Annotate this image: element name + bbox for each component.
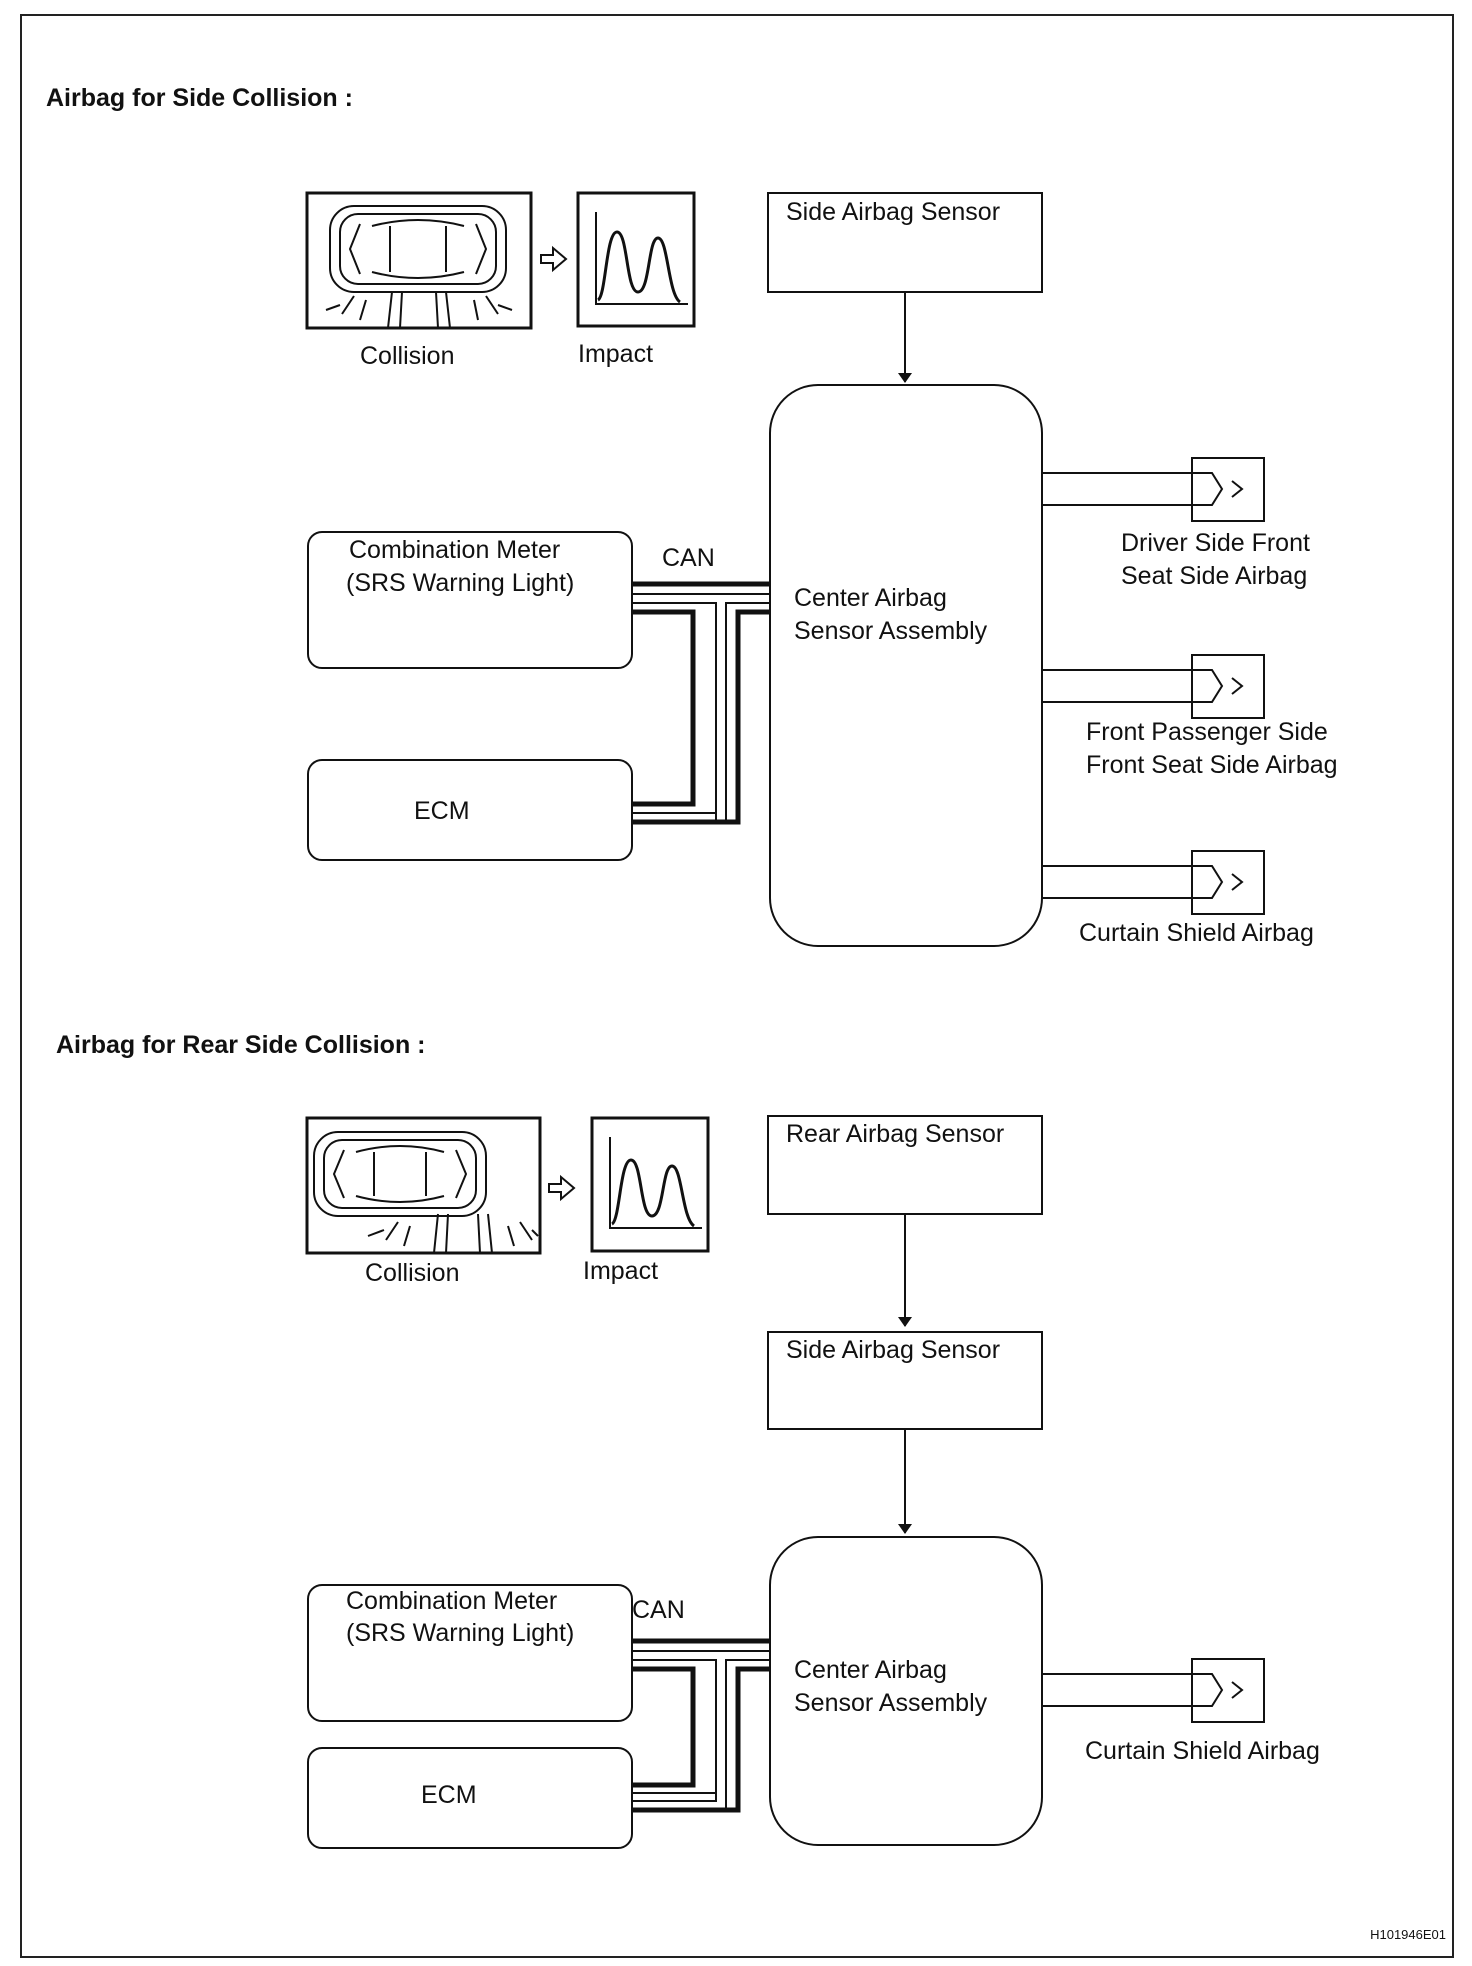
front-passenger-side-airbag-line1: Front Passenger Side xyxy=(1086,718,1328,746)
rear-center-assembly-label-line2: Sensor Assembly xyxy=(794,1689,988,1717)
output-connector-1 xyxy=(1042,457,1265,522)
can-label: CAN xyxy=(662,544,715,572)
rear-collision-label: Collision xyxy=(365,1259,460,1287)
center-assembly-label-line1: Center Airbag xyxy=(794,584,947,612)
rear-center-airbag-sensor-assembly-box xyxy=(769,1536,1043,1846)
rear-airbag-sensor-label: Rear Airbag Sensor xyxy=(786,1120,1005,1148)
impact-graph xyxy=(576,191,696,328)
curtain-shield-airbag-label: Curtain Shield Airbag xyxy=(1079,919,1314,947)
rear-collision-illustration xyxy=(305,1116,542,1255)
front-passenger-side-airbag-line2: Front Seat Side Airbag xyxy=(1086,751,1338,779)
center-airbag-sensor-assembly-box xyxy=(769,384,1043,947)
rear-output-connector-1 xyxy=(1042,1658,1265,1723)
diagram-frame xyxy=(20,14,1454,1958)
rear-combination-meter-label-line1: Combination Meter xyxy=(346,1587,558,1615)
output-connector-3 xyxy=(1042,850,1265,915)
figure-reference-code: H101946E01 xyxy=(1370,1927,1446,1942)
impact-label: Impact xyxy=(578,340,654,368)
driver-side-front-seat-airbag-line2: Seat Side Airbag xyxy=(1121,562,1308,590)
driver-side-front-seat-airbag-line1: Driver Side Front xyxy=(1121,529,1310,557)
collision-illustration xyxy=(305,191,533,330)
ecm-box xyxy=(307,759,633,861)
side-airbag-sensor-label: Side Airbag Sensor xyxy=(786,198,1001,226)
output-connector-2 xyxy=(1042,654,1265,719)
can-bus xyxy=(632,581,770,825)
rear-combination-meter-label-line2: (SRS Warning Light) xyxy=(346,1619,575,1647)
ecm-label: ECM xyxy=(414,797,470,825)
section-title-side: Airbag for Side Collision : xyxy=(46,84,353,112)
rear-can-label: CAN xyxy=(632,1596,685,1624)
rear-impact-label: Impact xyxy=(583,1257,659,1285)
rear-center-assembly-label-line1: Center Airbag xyxy=(794,1656,947,1684)
center-assembly-label-line2: Sensor Assembly xyxy=(794,617,988,645)
rear-collision-to-impact-arrow xyxy=(548,1174,576,1202)
rear-side-airbag-sensor-label: Side Airbag Sensor xyxy=(786,1336,1001,1364)
collision-to-impact-arrow xyxy=(540,245,568,273)
section-title-rear: Airbag for Rear Side Collision : xyxy=(56,1031,426,1059)
rear-ecm-box xyxy=(307,1747,633,1849)
rear-impact-graph xyxy=(590,1116,710,1253)
combination-meter-box xyxy=(307,531,633,669)
combination-meter-label-line2: (SRS Warning Light) xyxy=(346,569,575,597)
collision-label: Collision xyxy=(360,342,455,370)
rear-combination-meter-box xyxy=(307,1584,633,1722)
rear-ecm-label: ECM xyxy=(421,1781,477,1809)
combination-meter-label-line1: Combination Meter xyxy=(349,536,561,564)
rear-curtain-shield-airbag-label: Curtain Shield Airbag xyxy=(1085,1737,1320,1765)
rear-can-bus xyxy=(632,1638,770,1813)
